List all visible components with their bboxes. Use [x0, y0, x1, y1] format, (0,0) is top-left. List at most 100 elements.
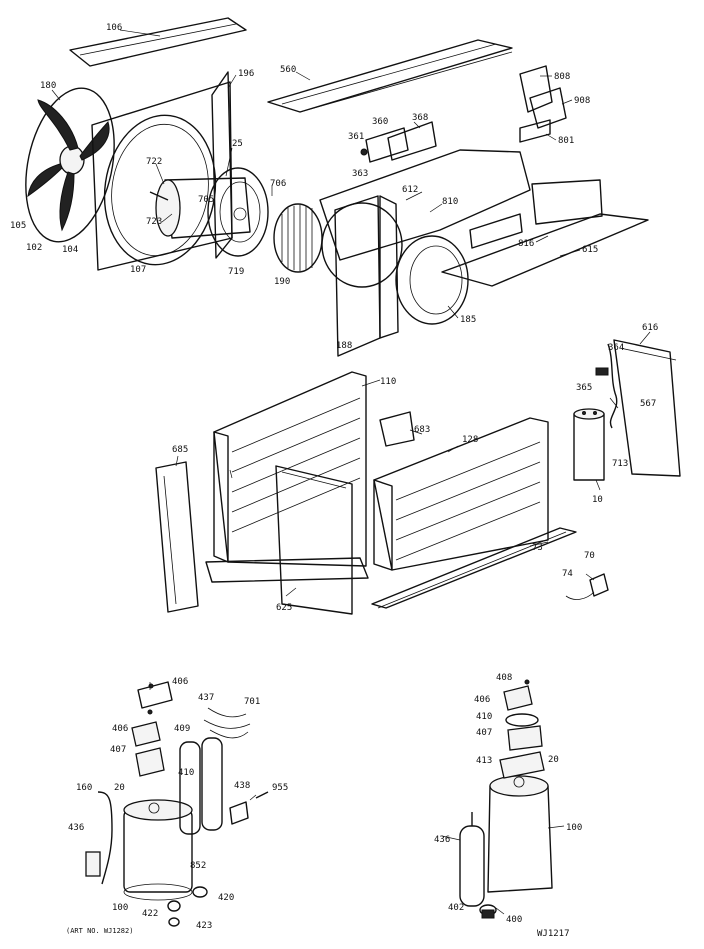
fan-shroud	[91, 71, 233, 271]
control-bracket	[519, 65, 567, 143]
label-73: 73	[532, 543, 543, 553]
label-719: 719	[228, 267, 244, 277]
condenser-cover	[275, 465, 353, 615]
compressor-terminal-cover	[131, 681, 173, 777]
label-816: 816	[518, 239, 534, 249]
top-cover-panel	[69, 17, 247, 67]
label-104: 104	[62, 245, 78, 255]
label-190: 190	[274, 277, 290, 287]
capacitor	[573, 408, 605, 481]
label-615: 615	[582, 245, 598, 255]
drain-plug	[565, 573, 609, 600]
art-number-note: (ART NO. WJ1282)	[66, 927, 134, 935]
label-436-a: 436	[68, 823, 84, 833]
label-413: 413	[476, 756, 492, 766]
label-100-a: 100	[112, 903, 128, 913]
accumulator-right	[459, 812, 485, 907]
label-560: 560	[280, 65, 296, 75]
label-616: 616	[642, 323, 658, 333]
blower-housing	[273, 149, 531, 288]
label-196: 196	[238, 69, 254, 79]
label-567: 567	[640, 399, 656, 409]
label-368: 368	[412, 113, 428, 123]
control-switch	[360, 121, 437, 163]
label-801: 801	[558, 136, 574, 146]
terminal-cover-stack	[499, 679, 545, 779]
label-20-b: 20	[548, 755, 559, 765]
label-706: 706	[270, 179, 286, 189]
label-185: 185	[460, 315, 476, 325]
label-105: 105	[10, 221, 26, 231]
evaporator-coil	[373, 411, 549, 571]
label-364: 364	[608, 343, 624, 353]
label-400: 400	[506, 915, 522, 925]
label-100-b: 100	[566, 823, 582, 833]
suction-line	[85, 791, 113, 885]
label-110: 110	[380, 377, 396, 387]
label-705: 705	[198, 195, 214, 205]
label-10: 10	[592, 495, 603, 505]
label-625: 625	[276, 603, 292, 613]
label-423: 423	[196, 921, 212, 931]
label-420: 420	[218, 893, 234, 903]
label-852: 852	[190, 861, 206, 871]
label-410-a: 410	[178, 768, 194, 778]
overload-protector	[229, 791, 269, 825]
label-408: 408	[496, 673, 512, 683]
condenser-coil	[205, 371, 369, 583]
wire-harness	[203, 707, 251, 739]
label-74: 74	[562, 569, 573, 579]
label-410-b: 410	[476, 712, 492, 722]
label-723: 723	[146, 217, 162, 227]
label-407-a: 407	[110, 745, 126, 755]
label-422: 422	[142, 909, 158, 919]
compressor-right	[487, 775, 553, 893]
base-drain-pan	[441, 179, 649, 287]
label-406-a: 406	[172, 677, 188, 687]
label-180: 180	[40, 81, 56, 91]
side-panel	[155, 461, 199, 613]
label-713: 713	[612, 459, 628, 469]
cabinet-top-panel	[267, 39, 513, 113]
label-25: 25	[232, 139, 243, 149]
compressor-left	[123, 799, 193, 901]
label-188: 188	[336, 341, 352, 351]
label-612: 612	[402, 185, 418, 195]
accumulator-left	[179, 737, 223, 835]
label-722: 722	[146, 157, 162, 167]
label-106: 106	[106, 23, 122, 33]
label-701: 701	[244, 697, 260, 707]
grommet-set	[167, 886, 208, 927]
part-labels: 106 180 196 560 808 908 801 368 360 361 …	[10, 23, 658, 931]
label-436-b: 436	[434, 835, 450, 845]
label-908: 908	[574, 96, 590, 106]
label-437: 437	[198, 693, 214, 703]
label-683: 683	[414, 425, 430, 435]
label-70: 70	[584, 551, 595, 561]
label-361: 361	[348, 132, 364, 142]
label-20-a: 20	[114, 783, 125, 793]
label-363: 363	[352, 169, 368, 179]
label-808: 808	[554, 72, 570, 82]
condenser-fan-blade	[25, 87, 115, 243]
label-409: 409	[174, 724, 190, 734]
drawing-code: WJ1217	[537, 929, 570, 939]
label-160: 160	[76, 783, 92, 793]
label-407-b: 407	[476, 728, 492, 738]
power-cord	[595, 343, 618, 429]
evaporator-orifice	[395, 235, 469, 325]
label-365: 365	[576, 383, 592, 393]
partition-panel	[334, 195, 399, 357]
control-box-panel	[613, 339, 681, 477]
label-438: 438	[234, 781, 250, 791]
mounting-foot	[479, 904, 497, 919]
label-128: 128	[462, 435, 478, 445]
label-402: 402	[448, 903, 464, 913]
label-810: 810	[442, 197, 458, 207]
label-685: 685	[172, 445, 188, 455]
label-955: 955	[272, 783, 288, 793]
label-107: 107	[130, 265, 146, 275]
label-102: 102	[26, 243, 42, 253]
leader-lines	[51, 29, 651, 915]
